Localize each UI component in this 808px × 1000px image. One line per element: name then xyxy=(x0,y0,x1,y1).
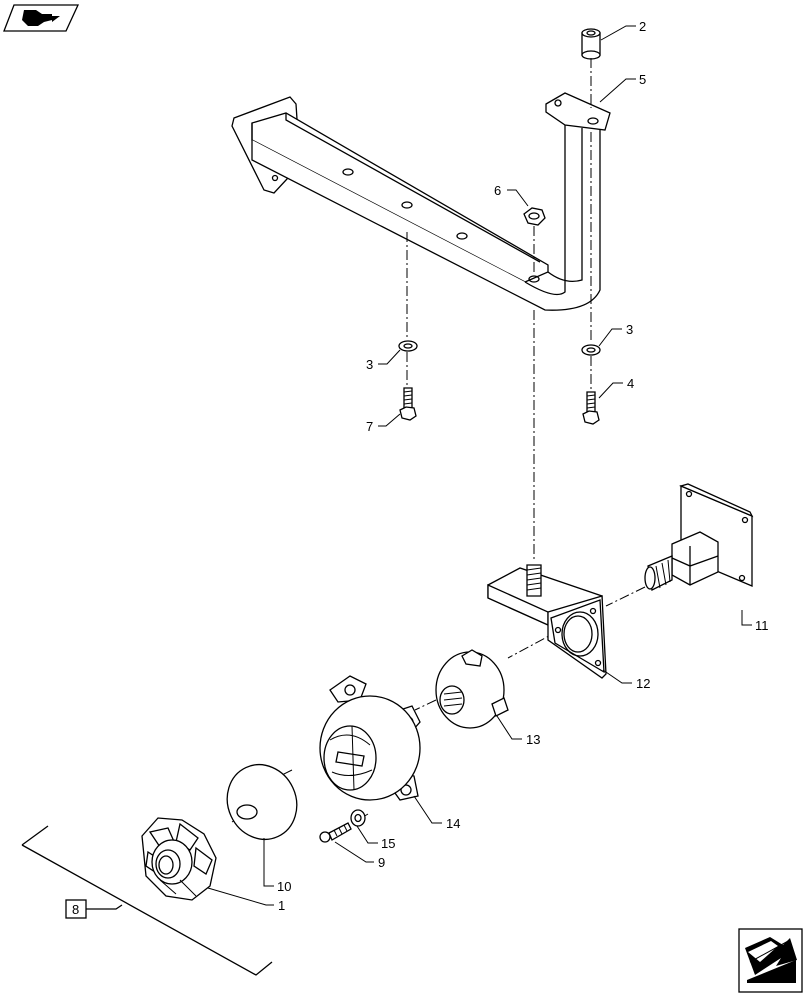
callout-13: 13 xyxy=(526,732,540,747)
callout-7: 7 xyxy=(366,419,373,434)
disc-gasket-part xyxy=(226,764,298,840)
back-arrow-icon[interactable] xyxy=(3,4,80,32)
callout-4: 4 xyxy=(627,376,634,391)
washer-part-left xyxy=(398,340,418,352)
nut-part xyxy=(523,207,546,226)
callout-5: 5 xyxy=(639,72,646,87)
callout-2: 2 xyxy=(639,19,646,34)
ball-joint-part xyxy=(435,649,509,729)
next-page-arrow-icon[interactable] xyxy=(738,928,803,993)
bolt-part-right xyxy=(582,391,600,425)
callout-12: 12 xyxy=(636,676,650,691)
leader-lines xyxy=(207,25,752,906)
callout-6: 6 xyxy=(494,183,501,198)
callout-11: 11 xyxy=(755,618,769,633)
callout-3-left: 3 xyxy=(366,357,373,372)
reference-frame xyxy=(21,825,273,976)
callout-8[interactable]: 8 xyxy=(72,902,79,917)
callout-9: 9 xyxy=(378,855,385,870)
callout-3-right: 3 xyxy=(626,322,633,337)
hydraulic-fitting-part xyxy=(644,483,754,591)
callout-10: 10 xyxy=(277,879,291,894)
support-arm xyxy=(231,92,611,311)
callout-1: 1 xyxy=(278,898,285,913)
spacer-part xyxy=(581,28,601,60)
callout-14: 14 xyxy=(446,816,460,831)
screw-part xyxy=(319,822,352,843)
knob-part xyxy=(141,817,217,901)
socket-housing-part xyxy=(319,675,421,801)
washer-part-right xyxy=(581,344,601,356)
small-washer-part xyxy=(350,809,366,827)
bolt-part-left xyxy=(399,387,417,421)
callout-labels: 2 5 6 3 3 4 7 11 12 13 14 15 9 10 1 8 xyxy=(72,19,769,917)
callout-15: 15 xyxy=(381,836,395,851)
mounting-bracket-part xyxy=(487,564,607,679)
